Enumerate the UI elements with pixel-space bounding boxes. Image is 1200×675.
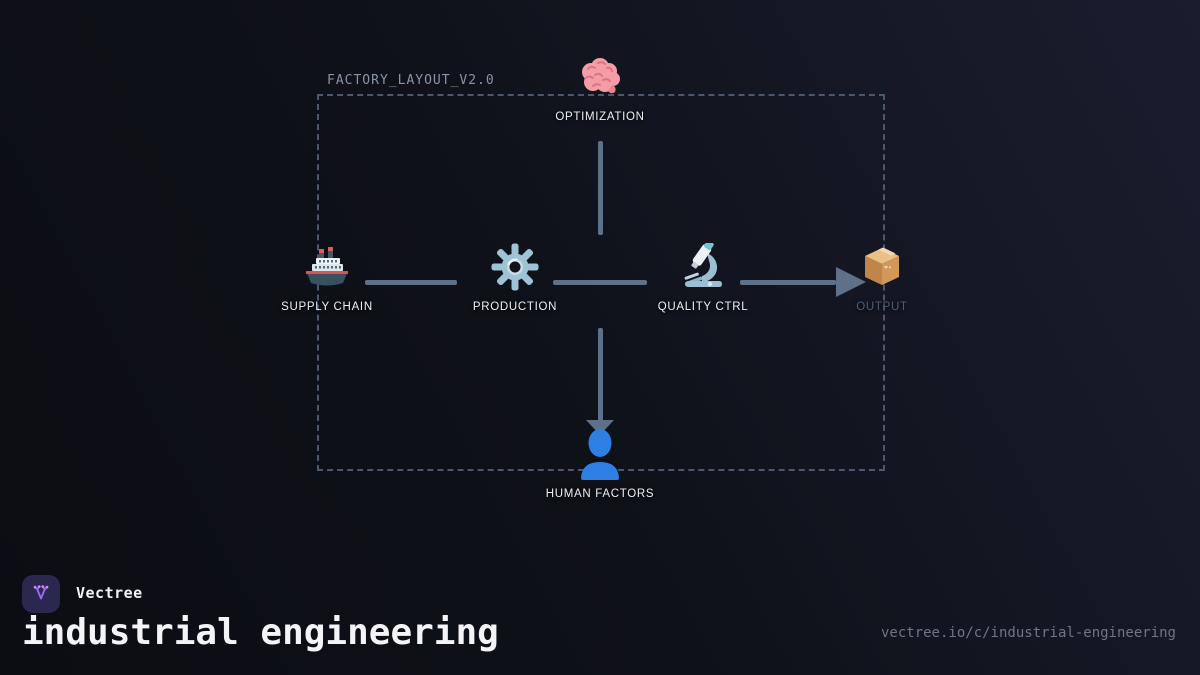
gear-icon [491, 243, 539, 291]
node-output: OUTPUT [802, 243, 962, 313]
node-human-factors: HUMAN FACTORS [520, 427, 680, 500]
person-silhouette-icon [576, 427, 624, 481]
page-url: vectree.io/c/industrial-engineering [880, 625, 1176, 641]
node-production: PRODUCTION [435, 243, 595, 313]
connector-human-factors-vertical [598, 328, 603, 423]
connector-optimization-vertical [598, 141, 603, 235]
vectree-logo-icon [30, 583, 52, 605]
node-label-human-factors: HUMAN FACTORS [545, 488, 655, 500]
node-label-supply-chain: SUPPLY CHAIN [281, 301, 373, 313]
node-label-optimization: OPTIMIZATION [555, 111, 645, 123]
node-supply-chain: SUPPLY CHAIN [247, 243, 407, 313]
connector-production-to-quality [553, 280, 647, 285]
node-optimization: OPTIMIZATION [520, 53, 680, 123]
vectree-logo [22, 575, 60, 613]
brain-icon [576, 53, 624, 101]
node-label-output: OUTPUT [856, 301, 908, 313]
arrowhead-right-icon [836, 267, 866, 297]
brand-name: Vectree [76, 584, 143, 602]
connector-quality-to-output [740, 280, 836, 285]
node-quality-ctrl: QUALITY CTRL [623, 240, 783, 313]
connector-supply-to-production [365, 280, 457, 285]
package-icon [858, 243, 906, 291]
ship-icon [303, 243, 351, 291]
node-label-quality-ctrl: QUALITY CTRL [657, 301, 749, 313]
node-label-production: PRODUCTION [472, 301, 558, 313]
frame-caption: FACTORY_LAYOUT_V2.0 [327, 73, 495, 88]
arrowhead-down-icon [586, 420, 614, 435]
page-title: industrial engineering [22, 612, 499, 653]
microscope-icon [679, 240, 727, 291]
